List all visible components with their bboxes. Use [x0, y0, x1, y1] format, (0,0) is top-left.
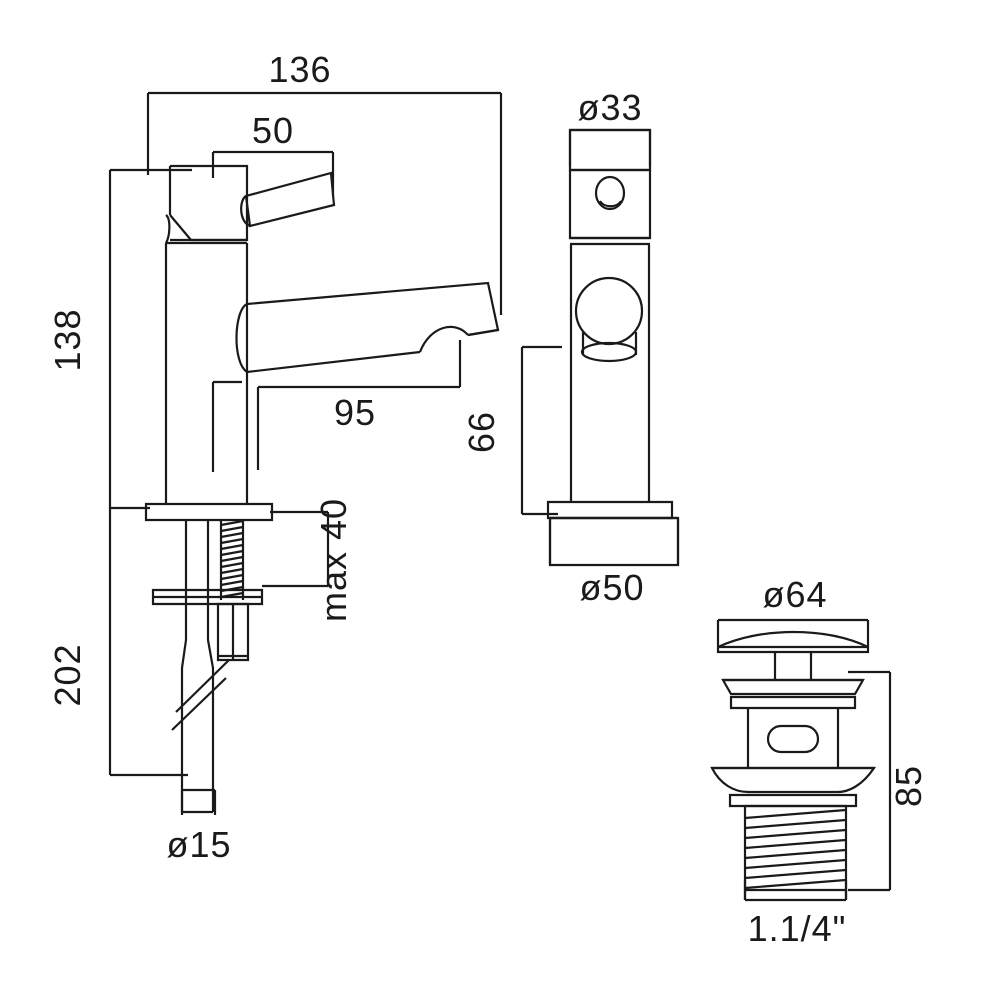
waste-lower-flange: [710, 766, 877, 794]
mixer-base-flange: [144, 502, 274, 522]
dimension-95: [256, 340, 462, 470]
waste-upper-seal-plate: [721, 678, 865, 696]
dimension-max40: [262, 510, 330, 588]
fixing-nut: [216, 602, 250, 662]
mixer-lever-handle: [240, 171, 336, 228]
dim-label-50: 50: [252, 110, 294, 151]
dim-label-d50: ø50: [579, 567, 644, 608]
dim-label-85: 85: [888, 765, 929, 807]
waste-overflow-slot: [766, 724, 820, 754]
dimension-66: [520, 345, 562, 516]
waste-cap-dome: [716, 630, 870, 654]
dim-label-d15: ø15: [166, 824, 231, 865]
dimension-d33: [568, 128, 652, 166]
dimension-138: [108, 168, 192, 510]
threaded-stud: [219, 519, 245, 600]
dim-label-d64: ø64: [762, 574, 827, 615]
mixer-valve-head: [165, 164, 249, 245]
dimension-136: [146, 91, 503, 315]
dim-label-202: 202: [47, 643, 88, 706]
flexible-tail-hose: [171, 520, 230, 775]
dim-label-138: 138: [47, 308, 88, 371]
dim-label-136: 136: [268, 49, 331, 90]
dimension-85: [848, 670, 892, 892]
tail-end-segment: [180, 775, 215, 814]
pillar-valve-head: [568, 128, 652, 246]
dim-label-max40: max 40: [313, 498, 354, 622]
mixer-body-column: [164, 243, 249, 504]
pillar-valve-mount-block: [548, 516, 680, 567]
dimension-202: [108, 508, 188, 777]
pillar-valve-body: [569, 244, 651, 502]
waste-upper-washer: [729, 695, 857, 710]
dimension-d64: [716, 618, 870, 647]
dim-label-66: 66: [461, 411, 502, 453]
pillar-valve-lever-indicator: [594, 175, 626, 211]
pillar-valve-base-flange: [546, 500, 674, 520]
mixer-internal-cartridge-line: [211, 380, 242, 472]
dim-label-95: 95: [334, 392, 376, 433]
dimension-d50: [548, 516, 680, 565]
waste-tail-bottom-stub: [743, 890, 848, 900]
dim-label-thread: 1.1/4": [748, 908, 847, 949]
mixer-spout: [235, 281, 500, 374]
pillar-valve-control-knob: [574, 276, 644, 363]
waste-cap-stem: [773, 652, 813, 680]
waste-barrel: [746, 708, 840, 768]
waste-threaded-tail: [743, 804, 848, 892]
dim-label-d33: ø33: [577, 87, 642, 128]
waste-lower-washer: [728, 793, 858, 808]
